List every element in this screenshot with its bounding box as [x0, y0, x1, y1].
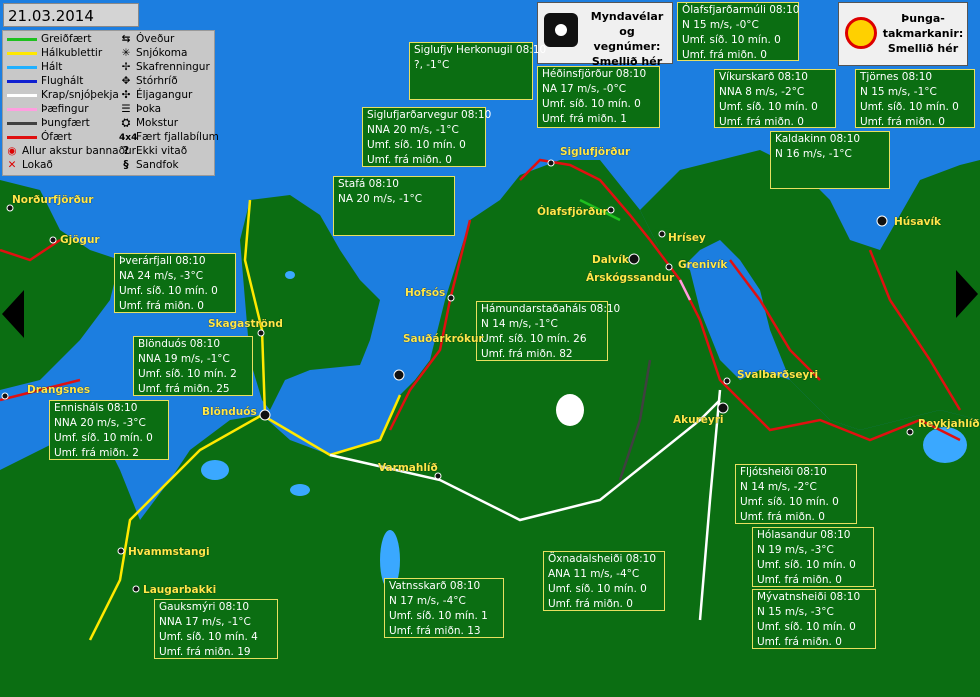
- town-label[interactable]: Akureyri: [673, 414, 724, 426]
- legend-item: Hálkublettir: [7, 47, 102, 59]
- legend-swatch: [7, 121, 37, 125]
- legend-item: ✥Stórhríð: [119, 75, 178, 87]
- legend-swatch: [7, 37, 37, 41]
- blizzard-icon: ✥: [121, 75, 131, 87]
- no-driving-icon: ◉: [7, 145, 17, 157]
- pan-left-arrow-icon[interactable]: [2, 290, 24, 338]
- town-label[interactable]: Norðurfjörður: [12, 194, 94, 206]
- legend-item: Krap/snjóþekja: [7, 89, 119, 101]
- town-label[interactable]: Sauðárkrókur: [403, 333, 484, 345]
- legend-item: ⇆Óveður: [119, 33, 175, 45]
- land: [0, 150, 980, 697]
- timestamp: 21.03.2014 08:16: [3, 3, 139, 49]
- station-siglufjv-herkonugil[interactable]: Siglufjv Herkonugil 08:10?, -1°C: [409, 42, 546, 100]
- legend-item: Greiðfært: [7, 33, 91, 45]
- town-label[interactable]: Hrísey: [668, 232, 706, 244]
- plowing-icon: ⛭: [121, 117, 131, 129]
- storm-arrows-icon: ⇆: [121, 33, 131, 45]
- legend-swatch: [7, 107, 37, 111]
- town-label[interactable]: Árskógssandur: [586, 272, 675, 284]
- legend-swatch: [7, 51, 37, 55]
- town-label[interactable]: Ólafsfjörður: [537, 206, 608, 218]
- legend-item: ✢Skafrenningur: [119, 61, 210, 73]
- town-label[interactable]: Varmahlíð: [378, 462, 438, 474]
- 4x4-icon: 4x4: [119, 133, 138, 143]
- camera-icon: [544, 13, 578, 47]
- legend-item: ✣Éljagangur: [119, 89, 193, 101]
- question-icon: ?: [122, 145, 130, 157]
- town-label[interactable]: Gjögur: [60, 234, 100, 246]
- snowflake-icon: ✳: [121, 47, 131, 59]
- legend-swatch: [7, 65, 37, 69]
- town-label[interactable]: Blönduós: [202, 406, 257, 418]
- legend-item: Þæfingur: [7, 103, 89, 115]
- town-label[interactable]: Laugarbakki: [143, 584, 217, 596]
- legend-swatch: [7, 93, 37, 97]
- legend-item: §Sandfok: [119, 159, 178, 171]
- legend-item: Þungfært: [7, 117, 90, 129]
- town-label[interactable]: Hvammstangi: [128, 546, 210, 558]
- town-label[interactable]: Húsavík: [894, 216, 942, 228]
- sandstorm-icon: §: [123, 159, 129, 171]
- legend-swatch: [7, 79, 37, 83]
- lakes: [201, 271, 967, 590]
- legend-swatch: [7, 135, 37, 139]
- town-label[interactable]: Skagaströnd: [208, 318, 283, 330]
- legend-item: 4x4Fært fjallabílum: [119, 131, 219, 143]
- town-label[interactable]: Svalbarðseyri: [737, 369, 819, 381]
- legend-item: Ófært: [7, 131, 72, 143]
- legend-item: ✳Snjókoma: [119, 47, 188, 59]
- camera-box[interactable]: Myndavélar og vegnúmer: Smellið hér: [537, 2, 673, 68]
- legend-item: Hált: [7, 61, 62, 73]
- town-label[interactable]: Dalvík: [592, 254, 629, 266]
- snow-showers-icon: ✣: [121, 89, 131, 101]
- weight-restrictions-box[interactable]: Þunga- takmarkanir: Smellið hér: [838, 2, 968, 66]
- town-label[interactable]: Hofsós: [405, 287, 446, 299]
- legend-item: ✕Lokað: [5, 159, 53, 171]
- town-label[interactable]: Siglufjörður: [560, 146, 631, 158]
- legend-item: ?Ekki vitað: [119, 145, 187, 157]
- legend-item: Flughált: [7, 75, 83, 87]
- legend-item: ◉Allur akstur bannaður: [5, 145, 136, 157]
- town-label[interactable]: Reykjahlíð: [918, 418, 980, 430]
- legend-item: ⛭Mokstur: [119, 117, 178, 129]
- town-label[interactable]: Grenivík: [678, 259, 728, 271]
- fog-icon: ☰: [121, 103, 131, 115]
- pan-right-arrow-icon[interactable]: [956, 270, 978, 318]
- legend-item: ☰Þoka: [119, 103, 161, 115]
- roads: [0, 158, 962, 641]
- legend: Greiðfært Hálkublettir Hált Flughált Kra…: [2, 30, 219, 176]
- town-label[interactable]: Drangsnes: [27, 384, 91, 396]
- weight-restriction-icon: [845, 17, 877, 49]
- closed-icon: ✕: [7, 159, 17, 171]
- drifting-snow-icon: ✢: [121, 61, 131, 73]
